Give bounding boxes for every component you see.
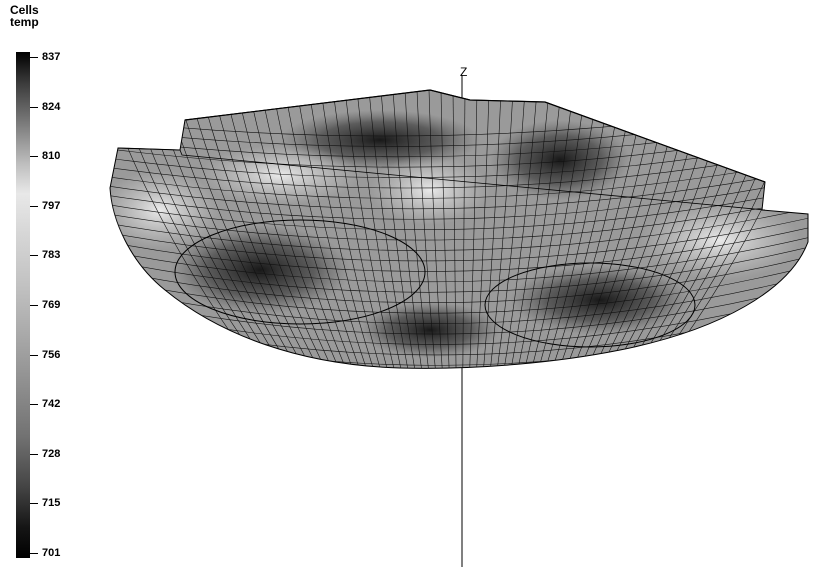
colorbar-tick-label: 742 xyxy=(42,398,61,411)
colorbar-tick-label: 769 xyxy=(42,299,61,311)
colorbar-tick-label: 797 xyxy=(42,199,61,212)
back-wall-edge xyxy=(184,89,766,183)
front-rim-edge xyxy=(117,147,766,211)
colorbar-tick xyxy=(30,453,38,455)
colorbar-tick-label: 715 xyxy=(42,497,61,510)
colorbar-tick-label: 701 xyxy=(42,547,61,559)
colorbar-tick xyxy=(30,503,38,505)
colorbar-tick xyxy=(30,255,38,257)
legend-title-line2: temp xyxy=(10,15,39,29)
colorbar-tick xyxy=(30,205,38,207)
colorbar-tick xyxy=(30,404,38,406)
basin-rim-left xyxy=(174,219,426,325)
colorbar-tick xyxy=(30,553,38,554)
colorbar-tick xyxy=(30,57,38,58)
colorbar-tick-label: 756 xyxy=(42,348,61,361)
z-axis-label: Z xyxy=(460,65,467,79)
colorbar-tick-label: 837 xyxy=(42,51,61,63)
legend-title-line1: Cells xyxy=(10,3,39,17)
colorbar-tick-label: 824 xyxy=(42,100,61,113)
color-legend: Cells temp 837 824 810 797 783 769 756 742 728 71… xyxy=(0,0,120,567)
colorbar-tick xyxy=(30,354,38,356)
colorbar-tick xyxy=(30,156,38,158)
colorbar-tick-label: 810 xyxy=(42,150,61,163)
colorbar-tick-label: 783 xyxy=(42,249,61,262)
colorbar-tick-label: 728 xyxy=(42,447,61,460)
basin-rim-right xyxy=(484,262,696,348)
colorbar-tick xyxy=(30,106,38,108)
colorbar-tick xyxy=(30,305,38,306)
colorbar xyxy=(16,52,30,558)
bowl-mesh xyxy=(109,89,809,369)
